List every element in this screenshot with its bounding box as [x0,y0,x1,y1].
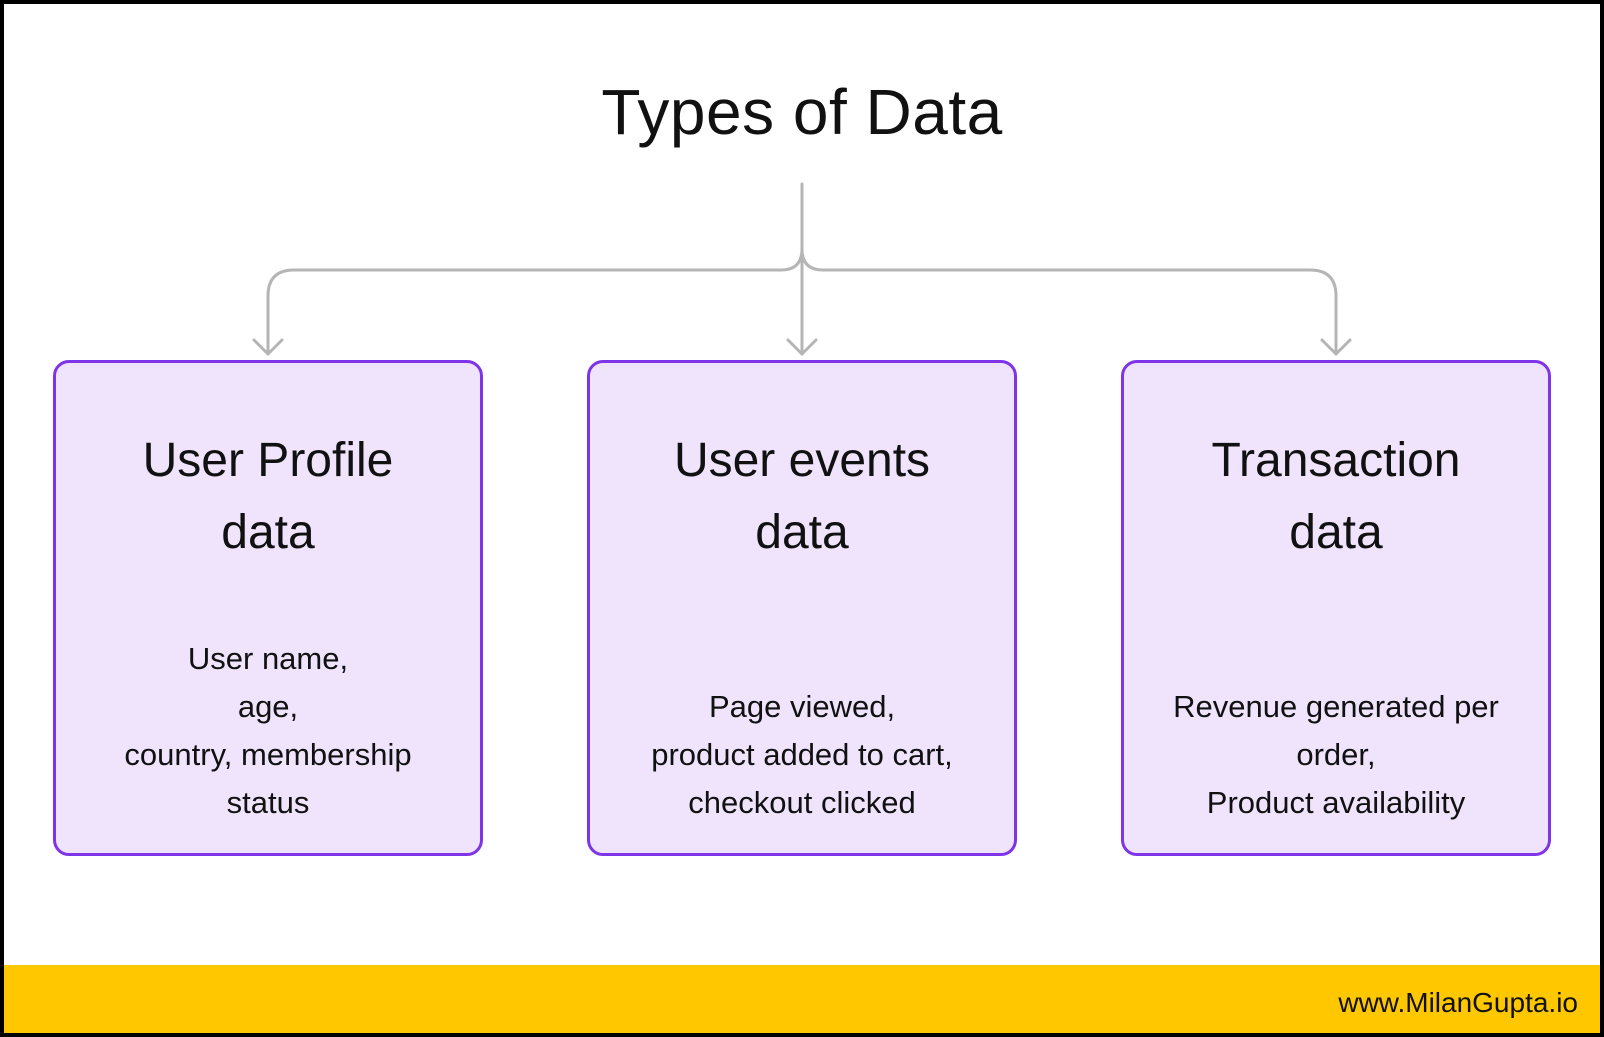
branch-line-left [266,247,804,356]
card-description-line: Revenue generated per [1173,689,1499,724]
card-heading: Transaction data [1124,425,1548,569]
card-description-line: product added to cart, [651,737,953,772]
card-user-profile: User Profile data User name, age, countr… [53,360,483,856]
diagram-title: Types of Data [601,76,1003,148]
card-description-line: country, membership [124,737,412,772]
card-description: User name, age, country, membership stat… [56,635,480,827]
card-heading-line: data [755,506,849,559]
branch-line-right [800,247,1338,356]
connector-lines [252,182,1352,356]
card-heading-line: data [1289,506,1383,559]
card-heading-line: User Profile [142,434,394,487]
footer-website: www.MilanGupta.io [1338,987,1578,1018]
card-transaction: Transaction data Revenue generated per o… [1121,360,1551,856]
card-description-line: checkout clicked [688,785,916,820]
card-user-events: User events data Page viewed, product ad… [587,360,1017,856]
card-description-line: order, [1296,737,1376,772]
card-description-line: Page viewed, [708,689,896,724]
card-description-line: Product availability [1206,785,1466,820]
arrowhead-right [1320,338,1352,356]
card-heading: User events data [590,425,1014,569]
card-description: Page viewed, product added to cart, chec… [590,683,1014,827]
card-heading: User Profile data [56,425,480,569]
card-description-line: status [226,785,310,820]
card-heading-line: data [221,506,315,559]
card-heading-line: User events [673,434,931,487]
arrowhead-left [252,338,284,356]
card-description: Revenue generated per order, Product ava… [1124,683,1548,827]
card-description-line: age, [237,689,299,724]
card-heading-line: Transaction [1211,434,1461,487]
card-description-line: User name, [187,641,349,676]
footer-band: www.MilanGupta.io [4,965,1600,1033]
arrowhead-middle [786,338,818,356]
